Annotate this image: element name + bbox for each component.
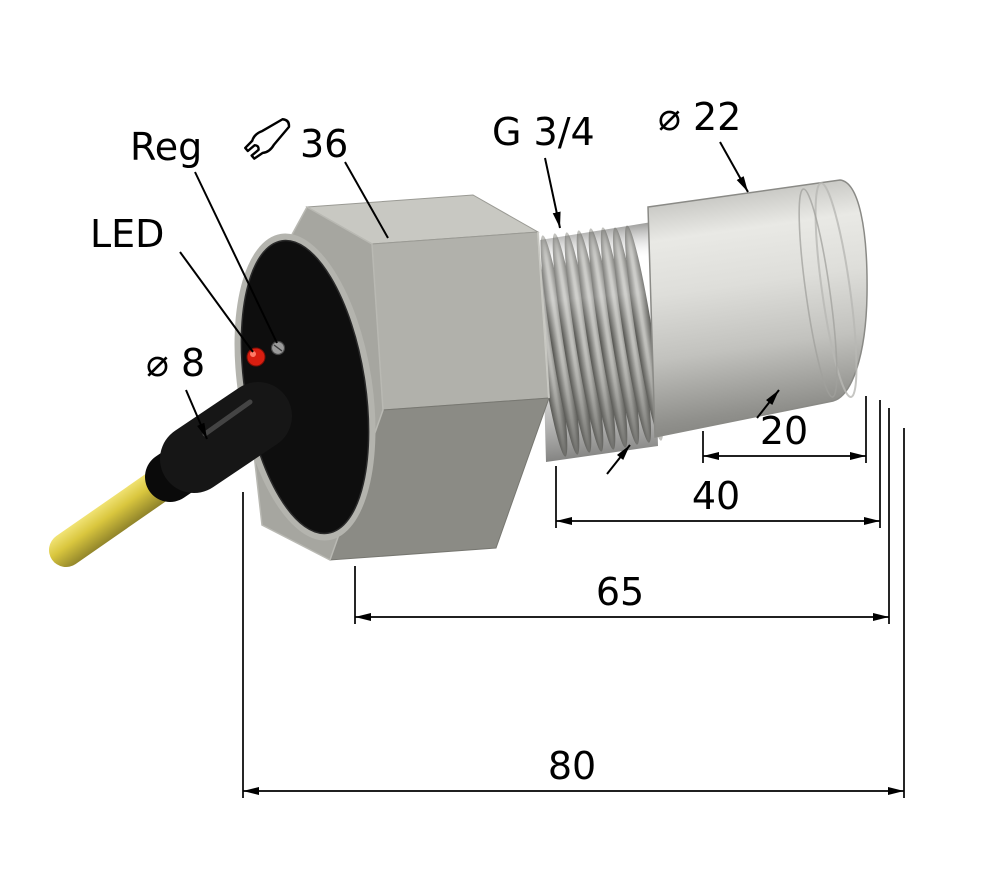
wrench-size-label: 36	[300, 122, 348, 166]
thread-label: G 3/4	[492, 110, 595, 154]
wrench-size-leader-line	[344, 161, 389, 239]
cable-diameter-label: ⌀ 8	[146, 341, 205, 385]
dim-head-length-value: 20	[760, 409, 808, 453]
led-highlight	[250, 351, 256, 357]
hex-upper-front-face	[371, 231, 550, 411]
cable-gland-highlight	[202, 399, 253, 437]
dim-thread-to-tip-value: 40	[692, 474, 740, 518]
thread-shading	[540, 222, 658, 462]
cable-gland	[160, 382, 292, 493]
wrench-icon	[244, 118, 291, 160]
dim-head-length: 20	[702, 396, 867, 463]
thread-arrow	[544, 157, 561, 229]
head-diameter-label: ⌀ 22	[658, 95, 741, 139]
cable-diameter-arrow	[185, 389, 208, 440]
reg-leader-line	[194, 171, 278, 344]
hex-body	[234, 194, 550, 562]
sensor-head-step-ring	[798, 188, 838, 398]
reg-label: Reg	[130, 125, 202, 169]
dim-body-to-tip: 65	[354, 408, 890, 624]
sensor-head-body	[647, 179, 868, 438]
head-edge-pointer-arrow	[756, 389, 780, 419]
thread-edge-pointer-arrow	[606, 444, 631, 475]
hex-front-edge-highlight	[537, 231, 550, 399]
head-diameter-arrow	[719, 141, 749, 193]
dim-total-length-value: 80	[548, 744, 596, 788]
led-leader-line	[179, 251, 254, 353]
led-label: LED	[90, 212, 164, 256]
dim-thread-to-tip: 40	[555, 400, 881, 528]
led-indicator	[246, 347, 266, 367]
sensor-head	[647, 179, 868, 438]
sensor-head-cap-ring	[814, 182, 858, 398]
reg-screw-slot	[273, 344, 283, 352]
cable-assembly	[49, 382, 292, 567]
dim-body-to-tip-value: 65	[596, 570, 644, 614]
dim-total-length: 80	[242, 428, 905, 798]
